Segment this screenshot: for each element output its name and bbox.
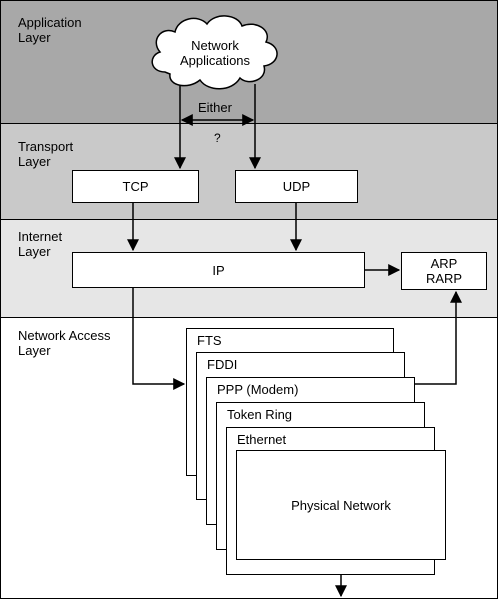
internet-layer-label: Internet Layer xyxy=(18,229,63,259)
network-access-layer-label: Network Access Layer xyxy=(18,328,111,358)
tcp-box: TCP xyxy=(72,170,199,203)
physical-network-box: Physical Network xyxy=(236,450,446,560)
cloud-shape xyxy=(151,15,278,90)
either-label: Either xyxy=(198,100,232,115)
arp-rarp-label: ARP RARP xyxy=(425,256,463,286)
token-ring-label: Token Ring xyxy=(227,407,293,422)
ip-label: IP xyxy=(212,262,225,278)
application-layer-label: Application Layer xyxy=(18,15,82,45)
udp-label: UDP xyxy=(282,179,311,194)
transport-layer-label: Transport Layer xyxy=(18,139,74,169)
ethernet-label: Ethernet xyxy=(237,432,287,447)
question-mark-label: ? xyxy=(214,131,221,145)
network-applications-label: Network Applications xyxy=(179,38,251,68)
ppp-modem-label: PPP (Modem) xyxy=(217,382,299,397)
arp-rarp-box: ARP RARP xyxy=(401,252,487,290)
udp-box: UDP xyxy=(235,170,358,203)
ip-box: IP xyxy=(72,252,365,288)
tcp-label: TCP xyxy=(122,179,149,194)
fddi-label: FDDI xyxy=(207,357,238,372)
fts-label: FTS xyxy=(197,333,222,348)
physical-network-label: Physical Network xyxy=(291,497,391,513)
